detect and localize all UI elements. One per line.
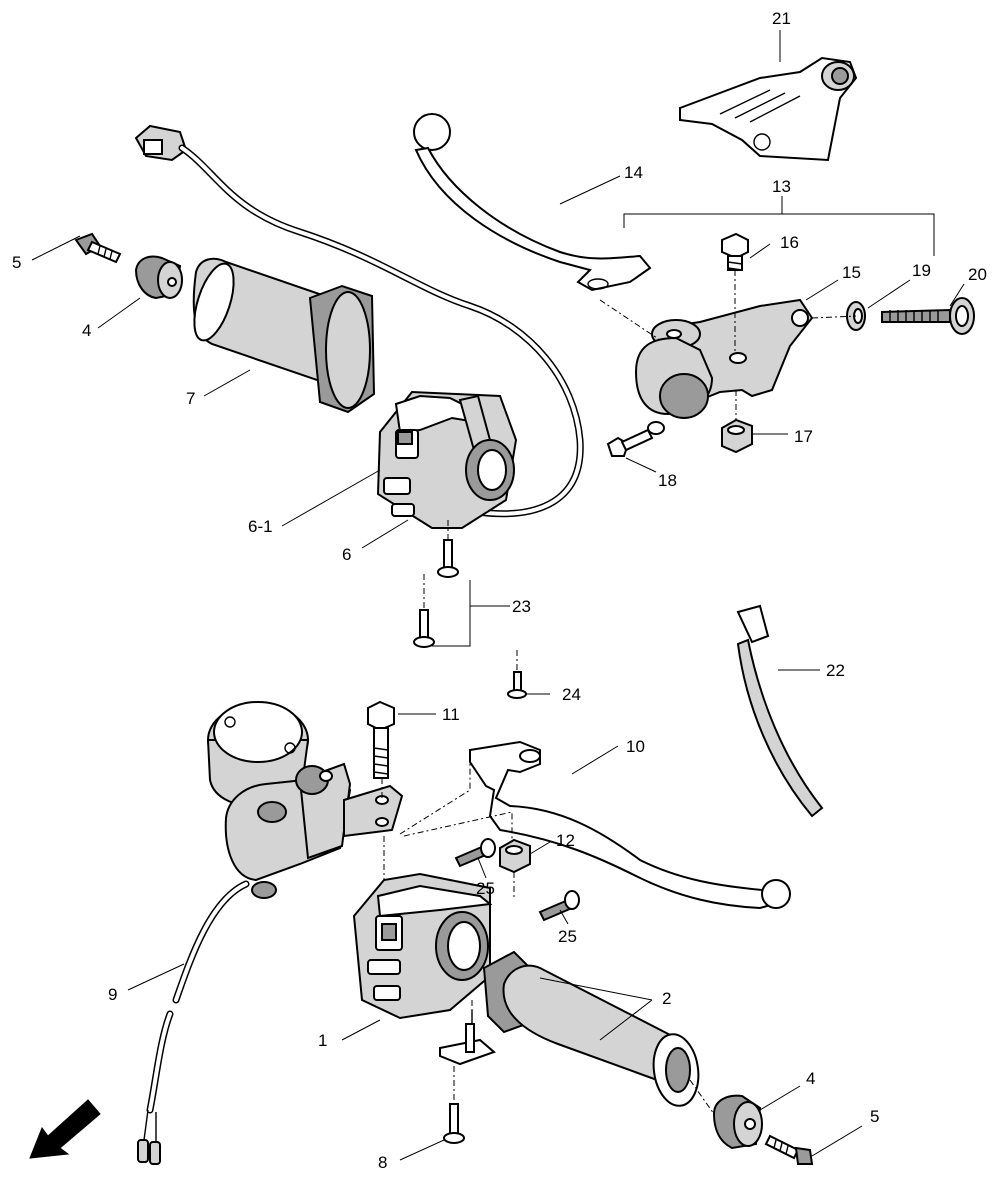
label-part-6: 6 <box>342 545 352 564</box>
part-14-clutch-lever <box>413 113 652 292</box>
master-cylinder <box>206 701 404 899</box>
part-4-bar-end-lower <box>712 1094 763 1150</box>
part-11-bolt <box>367 700 395 779</box>
label-part-19: 19 <box>912 261 931 280</box>
label-part-11: 11 <box>442 705 460 724</box>
label-part-20: 20 <box>968 265 987 284</box>
part-1-right-switch <box>352 872 493 1020</box>
part-5-screw-upper <box>74 232 122 264</box>
label-part-14: 14 <box>624 163 643 182</box>
part-12-nut <box>499 838 531 874</box>
label-part-6-1: 6-1 <box>248 517 273 536</box>
part-16-bolt <box>721 232 749 271</box>
part-4-bar-end-upper <box>134 255 183 300</box>
label-part-10: 10 <box>626 737 645 756</box>
label-part-18: 18 <box>658 471 677 490</box>
part-9-switch-wire <box>137 880 250 1165</box>
part-20-adjuster-bolt <box>881 297 975 335</box>
label-part-24: 24 <box>562 685 581 704</box>
part-18-bolt <box>606 421 665 457</box>
label-part-21: 21 <box>772 9 791 28</box>
part-6-wire-harness <box>134 124 584 518</box>
fwd-arrow-icon <box>29 1099 101 1159</box>
leader-lines <box>31 30 965 1161</box>
label-part-4-lower: 4 <box>806 1069 816 1088</box>
label-part-23: 23 <box>512 597 531 616</box>
part-5-screw-lower <box>764 1134 814 1165</box>
part-10-brake-lever <box>469 740 791 910</box>
part-6-left-switch <box>376 390 518 529</box>
part-25-bolts <box>454 838 580 922</box>
label-part-13: 13 <box>772 177 791 196</box>
label-part-17: 17 <box>794 427 813 446</box>
label-part-15: 15 <box>842 263 861 282</box>
label-part-4-upper: 4 <box>82 321 92 340</box>
centerlines <box>381 270 857 1115</box>
part-24-screw <box>507 671 527 699</box>
label-part-16: 16 <box>780 233 799 252</box>
label-part-12: 12 <box>556 831 575 850</box>
label-part-22: 22 <box>826 661 845 680</box>
part-23-screws <box>413 539 459 648</box>
label-part-8: 8 <box>378 1153 388 1172</box>
part-21-lever-cover <box>679 56 858 162</box>
part-17-nut <box>721 418 753 454</box>
label-part-2: 2 <box>662 989 672 1008</box>
part-22-cable-band <box>736 604 824 818</box>
label-part-9: 9 <box>108 985 118 1004</box>
part-8-screw-plate <box>439 1010 496 1144</box>
part-7-grip-left <box>192 257 376 414</box>
label-part-25-b: 25 <box>558 927 577 946</box>
label-part-25-a: 25 <box>476 879 495 898</box>
label-part-1: 1 <box>318 1031 328 1050</box>
label-part-5-lower: 5 <box>870 1107 880 1126</box>
label-part-7: 7 <box>186 389 196 408</box>
part-2-throttle-grip <box>482 950 700 1107</box>
part-15-lever-holder <box>634 298 814 419</box>
label-part-5-upper: 5 <box>12 253 22 272</box>
